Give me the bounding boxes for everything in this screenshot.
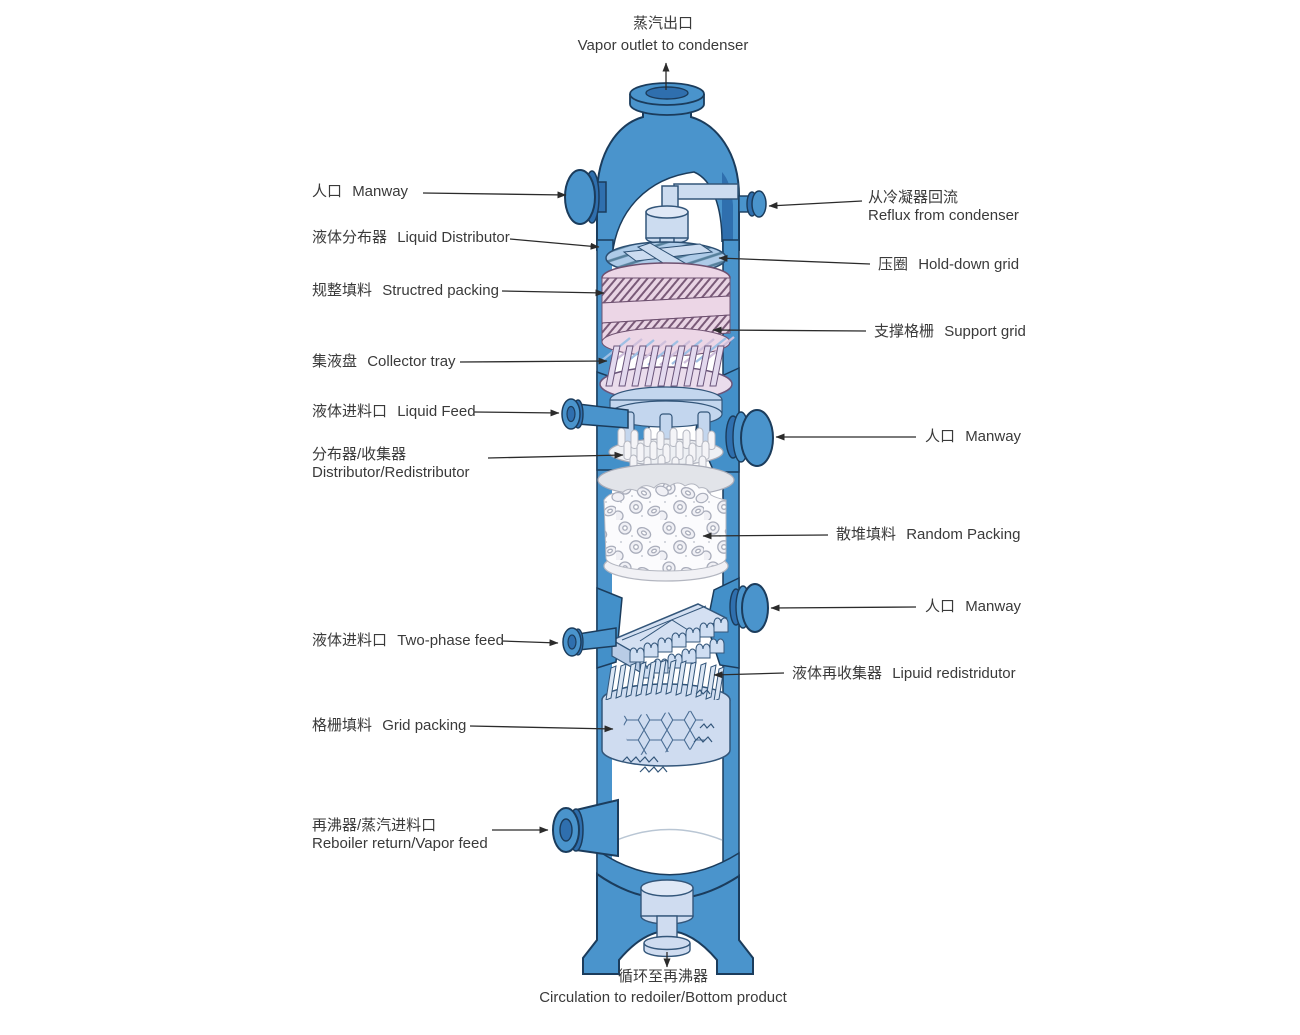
manway-lower-right-nozzle	[729, 583, 769, 633]
label-vapor-outlet-en: Vapor outlet to condenser	[577, 37, 749, 54]
reflux-pipe	[645, 183, 739, 257]
label-manway-upper-left: 人口 Manway	[312, 183, 409, 200]
label-random-packing: 散堆填料 Random Packing	[836, 526, 1021, 543]
label-distributor-redistributor: 分布器/收集器 Distributor/Redistributor	[312, 446, 470, 481]
random-packing-internals	[603, 482, 729, 582]
label-structured-packing: 规整填料 Structred packing	[312, 282, 499, 299]
label-liquid-redistributor: 液体再收集器 Lipuid redistridutor	[792, 665, 1016, 682]
leader-lines	[422, 62, 917, 968]
label-reflux-from-condenser: 从冷凝器回流 Reflux from condenser	[868, 189, 1019, 224]
collector-tray-internals	[599, 345, 733, 449]
grid-packing-internals	[601, 659, 731, 773]
liquid-feed-nozzle	[561, 398, 629, 430]
label-liquid-distributor: 液体分布器 Liquid Distributor	[312, 229, 510, 246]
label-manway-mid-right: 人口 Manway	[925, 428, 1022, 445]
label-circulation-bottom: 循环至再沸器 Circulation to redoiler/Bottom pr…	[463, 966, 863, 1008]
label-two-phase-feed: 液体进料口 Two-phase feed	[312, 632, 504, 649]
label-collector-tray: 集液盘 Collector tray	[312, 353, 456, 370]
label-circulation-bottom-en: Circulation to redoiler/Bottom product	[539, 989, 787, 1006]
manway-upper-left-nozzle	[564, 169, 607, 225]
label-support-grid: 支撑格栅 Support grid	[874, 323, 1026, 340]
label-manway-lower-right: 人口 Manway	[925, 598, 1022, 615]
label-vapor-outlet-zh: 蒸汽出口	[632, 15, 693, 32]
label-reboiler-return: 再沸器/蒸汽进料口 Reboiler return/Vapor feed	[312, 817, 488, 852]
reflux-nozzle	[738, 190, 767, 218]
label-grid-packing: 格栅填料 Grid packing	[312, 717, 467, 734]
bottom-outlet-nozzle	[640, 879, 694, 958]
vapor-outlet-nozzle	[629, 82, 705, 116]
label-liquid-feed: 液体进料口 Liquid Feed	[312, 403, 476, 420]
two-phase-feed-nozzle	[562, 627, 617, 657]
label-vapor-outlet: 蒸汽出口 Vapor outlet to condenser	[463, 13, 863, 57]
manway-mid-right-nozzle	[725, 409, 774, 467]
label-hold-down-grid: 压圈 Hold-down grid	[878, 256, 1020, 273]
label-circulation-bottom-zh: 循环至再沸器	[617, 968, 708, 985]
reboiler-return-nozzle	[552, 798, 619, 858]
